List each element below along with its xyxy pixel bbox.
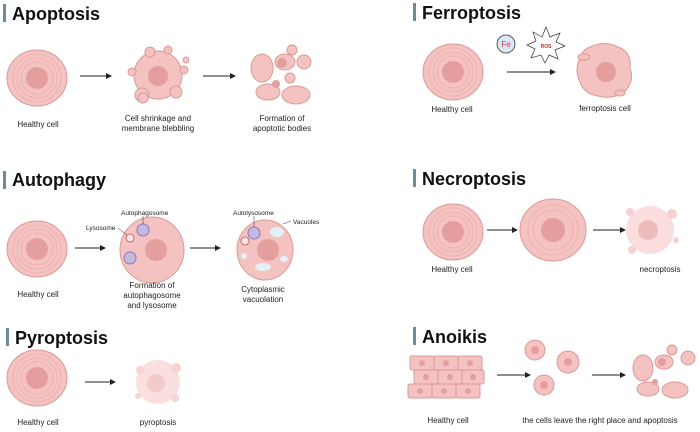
label: necroptosis — [640, 265, 681, 274]
healthy-cell-icon — [6, 349, 68, 407]
section-title: Ferroptosis — [422, 3, 521, 23]
title-bar — [413, 3, 416, 21]
label: autophagosome — [123, 291, 181, 300]
title-bar — [3, 4, 6, 22]
section-pyroptosis: Pyroptosis Healthy cell pyroptosis — [6, 328, 181, 427]
svg-text:ROS: ROS — [541, 44, 553, 50]
label: Healthy cell — [17, 120, 59, 129]
label: ferroptosis cell — [579, 104, 631, 113]
section-title: Necroptosis — [422, 169, 526, 189]
pyroptosis-cell-icon — [135, 360, 181, 404]
title-bar — [6, 328, 9, 346]
label: Healthy cell — [431, 265, 473, 274]
healthy-cell-icon — [422, 43, 484, 101]
label: Healthy cell — [17, 290, 59, 299]
label: apoptotic bodies — [253, 124, 311, 133]
label: Formation of — [260, 114, 306, 123]
title-bar — [413, 327, 416, 345]
callout-autolysosome: Autolysosome — [233, 210, 274, 217]
label: Healthy cell — [427, 416, 469, 425]
apoptotic-bodies-icon — [632, 344, 696, 399]
epithelial-cells-icon — [407, 355, 485, 399]
section-title: Pyroptosis — [15, 328, 108, 348]
label: the cells leave the right place and apop… — [522, 416, 677, 425]
section-title: Apoptosis — [12, 4, 100, 24]
label: Cell shrinkage and — [125, 114, 191, 123]
label: Healthy cell — [17, 418, 59, 427]
label: Healthy cell — [431, 105, 473, 114]
section-apoptosis: Apoptosis Healthy cell Cell shrinkage an… — [3, 4, 312, 133]
title-bar — [3, 171, 6, 189]
blebbing-cell-icon — [127, 45, 190, 104]
section-title: Autophagy — [12, 170, 106, 190]
section-ferroptosis: Ferroptosis Fe ROS Healthy cell ferropto… — [413, 3, 632, 114]
callout-vacuoles: Vacuoles — [293, 219, 320, 226]
label: membrane blebbling — [122, 124, 195, 133]
necroptosis-cell-icon — [626, 206, 679, 254]
label: pyroptosis — [140, 418, 176, 427]
callout-autophagosome: Autophagosome — [121, 210, 169, 217]
section-anoikis: Anoikis Healthy cell the cells leave the… — [407, 327, 696, 425]
title-bar — [413, 169, 416, 187]
label: Cytoplasmic — [241, 285, 285, 294]
swollen-cell-icon — [519, 198, 587, 262]
healthy-cell-icon — [6, 220, 68, 278]
label: vacuolation — [243, 295, 283, 304]
ferroptosis-cell-icon — [576, 43, 632, 98]
autophagosome-cell-icon — [117, 216, 185, 284]
vacuolation-cell-icon — [236, 216, 294, 281]
ros-icon: ROS — [526, 26, 566, 64]
section-necroptosis: Necroptosis Healthy cell necroptosis — [413, 169, 680, 274]
section-autophagy: Autophagy Autophagosome Lysosome Autolys… — [3, 170, 320, 310]
fe-icon: Fe — [496, 34, 516, 54]
label: Formation of — [130, 281, 176, 290]
label: and lysosome — [127, 301, 177, 310]
callout-lysosome: Lysosome — [86, 225, 116, 232]
detached-cells-icon — [524, 339, 580, 396]
section-title: Anoikis — [422, 327, 487, 347]
apoptotic-bodies-icon — [250, 44, 312, 105]
healthy-cell-icon — [422, 203, 484, 261]
svg-text:Fe: Fe — [501, 40, 511, 49]
healthy-cell-icon — [6, 49, 68, 107]
